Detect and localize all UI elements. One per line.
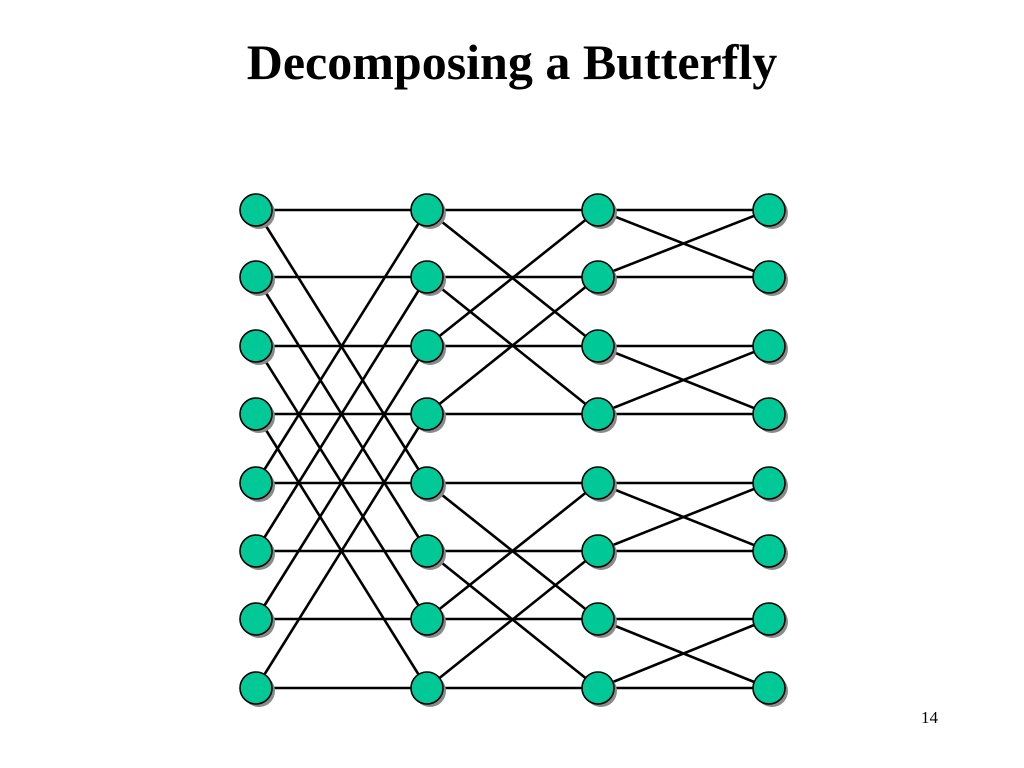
node-l0-n3 [239,397,275,433]
node-circle [239,671,273,705]
node-l2-n4 [581,466,617,502]
node-circle [752,466,786,500]
node-l1-n1 [410,260,446,296]
node-l0-n6 [239,602,275,638]
node-l0-n0 [239,193,275,229]
node-circle [239,397,273,431]
page-number: 14 [921,708,938,727]
node-l0-n5 [239,534,275,570]
node-circle [239,329,273,363]
node-circle [239,534,273,568]
node-circle [410,466,444,500]
node-circle [410,193,444,227]
node-circle [581,671,615,705]
node-circle [581,193,615,227]
node-l3-n5 [752,534,788,570]
edge-l1n7-l2n5 [426,549,599,690]
edge-l0n5-l1n1 [254,276,429,552]
node-circle [410,534,444,568]
node-l3-n1 [752,260,788,296]
node-circle [752,534,786,568]
node-l0-n7 [239,671,275,707]
node-l2-n2 [581,329,617,365]
node-l2-n7 [581,671,617,707]
node-circle [239,602,273,636]
node-l0-n1 [239,260,275,296]
node-l2-n5 [581,534,617,570]
node-circle [581,534,615,568]
node-l1-n6 [410,602,446,638]
node-l3-n7 [752,671,788,707]
edge-l2n3-l3n2 [597,344,770,416]
edge-layer [254,208,770,690]
node-circle [752,671,786,705]
edge-l1n6-l2n4 [426,481,599,621]
node-circle [752,329,786,363]
node-circle [410,260,444,294]
node-circle [239,260,273,294]
node-circle [752,260,786,294]
node-l0-n2 [239,329,275,365]
node-circle [581,329,615,363]
edge-l2n7-l3n6 [597,617,770,690]
node-layer [239,193,788,707]
node-l1-n2 [410,329,446,365]
node-l2-n3 [581,397,617,433]
node-circle [581,260,615,294]
node-l2-n1 [581,260,617,296]
node-l1-n3 [410,397,446,433]
node-l2-n0 [581,193,617,229]
node-circle [752,193,786,227]
slide-title: Decomposing a Butterfly [246,34,778,90]
node-circle [410,671,444,705]
node-circle [239,193,273,227]
node-l1-n0 [410,193,446,229]
node-l3-n3 [752,397,788,433]
node-circle [752,602,786,636]
edge-l2n5-l3n4 [597,481,770,553]
node-l3-n6 [752,602,788,638]
node-circle [410,602,444,636]
edge-l2n1-l3n0 [597,208,770,279]
edge-l0n4-l1n0 [254,209,429,484]
node-circle [410,397,444,431]
node-circle [410,329,444,363]
node-l2-n6 [581,602,617,638]
node-l1-n5 [410,534,446,570]
edge-l0n6-l1n2 [254,345,429,620]
node-l1-n4 [410,466,446,502]
edge-l0n7-l1n3 [254,413,429,689]
node-circle [581,466,615,500]
node-l3-n2 [752,329,788,365]
edge-l1n2-l2n0 [426,208,599,348]
node-l3-n4 [752,466,788,502]
node-circle [581,397,615,431]
node-l3-n0 [752,193,788,229]
node-circle [752,397,786,431]
node-l1-n7 [410,671,446,707]
node-circle [239,466,273,500]
node-circle [581,602,615,636]
node-l0-n4 [239,466,275,502]
edge-l1n3-l2n1 [426,275,599,416]
